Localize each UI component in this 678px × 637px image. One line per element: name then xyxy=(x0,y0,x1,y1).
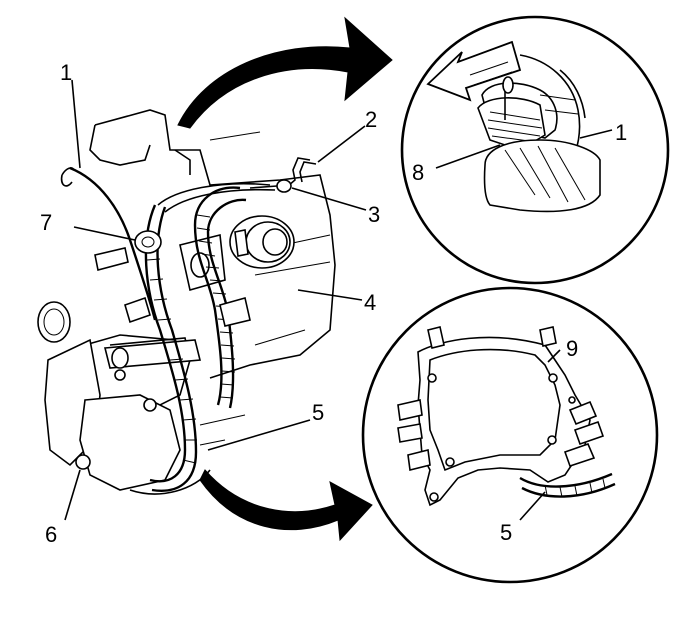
top-curved-arrow xyxy=(177,16,393,129)
detail-view-bottom xyxy=(361,286,659,584)
callout-5-main: 5 xyxy=(312,400,324,425)
callout-6: 6 xyxy=(45,522,57,547)
callout-1-main: 1 xyxy=(60,60,72,85)
cable-and-clip xyxy=(249,157,317,193)
callout-5-detail: 5 xyxy=(500,520,512,545)
callout-4: 4 xyxy=(364,290,376,315)
direction-arrow-icon xyxy=(426,40,522,102)
callout-9: 9 xyxy=(566,336,578,361)
callout-7: 7 xyxy=(40,210,52,235)
leader-lines xyxy=(64,79,613,521)
transfer-arrows xyxy=(177,16,393,542)
engine-main-view xyxy=(37,109,336,495)
callout-3: 3 xyxy=(368,202,380,227)
detail-view-top xyxy=(400,15,670,285)
callout-2: 2 xyxy=(365,107,377,132)
callout-1-detail: 1 xyxy=(615,120,627,145)
callout-8: 8 xyxy=(412,160,424,185)
wiring-harness xyxy=(60,166,276,492)
callout-labels: 1 2 3 4 5 6 7 1 8 9 5 xyxy=(40,60,627,547)
bottom-curved-arrow xyxy=(199,469,373,542)
